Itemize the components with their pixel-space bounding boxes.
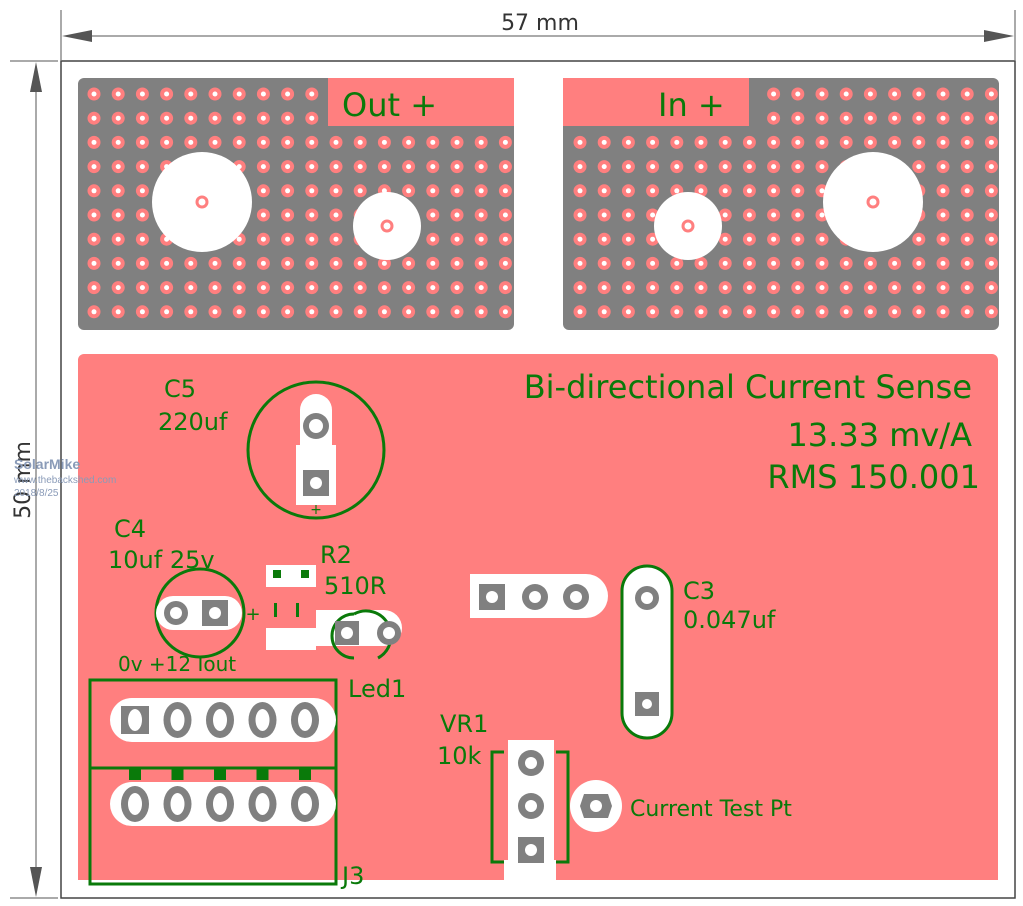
j3-connector: 0v +12 Iout J3 [88,652,364,890]
j3-pin-labels: 0v +12 Iout [118,652,236,676]
arrow-down-icon [30,867,42,897]
test-point-label: Current Test Pt [630,797,792,822]
vr1-ref: VR1 [440,710,488,738]
out-label-box [328,78,514,126]
c3-ref: C3 [683,577,715,605]
r2-value: 510R [324,572,386,600]
height-dimension: 50 mm [10,60,58,899]
led1-ref: Led1 [348,675,406,703]
arrow-right-icon [984,30,1014,42]
c5-value: 220uf [158,408,228,436]
j3-ref: J3 [340,862,364,890]
c5-outline [246,380,386,520]
in-label-box [563,78,749,126]
out-small-hole [353,192,421,260]
watermark-site: www.thebackshed.com [14,475,117,486]
center-3pin-device [470,574,608,618]
watermark-date: 2018/8/25 [14,488,59,499]
title-line-2: 13.33 mv/A [787,416,972,454]
vr1-trimmer: VR1 10k [437,710,570,870]
c4-capacitor: C4 10uf 25v + [108,515,261,659]
j3-outline [88,678,338,886]
c4-plus: + [245,604,260,625]
c5-ref: C5 [164,375,196,403]
in-small-hole [654,192,722,260]
c3-capacitor: C3 0.047uf [620,564,776,740]
title-line-1: Bi-directional Current Sense [524,368,972,406]
watermark-name: SolarMike [14,456,81,472]
arrow-up-icon [30,62,42,92]
out-label: Out + [342,86,437,124]
c5-capacitor: C5 220uf + [158,375,386,520]
in-terminal-area: In + [563,78,999,330]
out-large-hole [152,152,252,252]
width-dimension: 57 mm [60,10,1016,60]
in-label: In + [658,86,725,124]
c5-plus: + [310,502,322,518]
c4-ref: C4 [114,515,146,543]
current-test-point: Current Test Pt [570,780,792,832]
out-terminal-area: Out + [78,78,514,330]
title-line-3: RMS 150.001 [767,458,980,496]
led1: Led1 [316,609,406,703]
width-label: 57 mm [501,11,579,36]
in-large-hole [823,152,923,252]
r2-resistor: R2 510R [266,541,386,650]
r2-ref: R2 [320,541,352,569]
arrow-left-icon [62,30,92,42]
c3-value: 0.047uf [683,606,776,634]
vr1-value: 10k [437,742,482,770]
height-label: 50 mm [11,441,36,519]
